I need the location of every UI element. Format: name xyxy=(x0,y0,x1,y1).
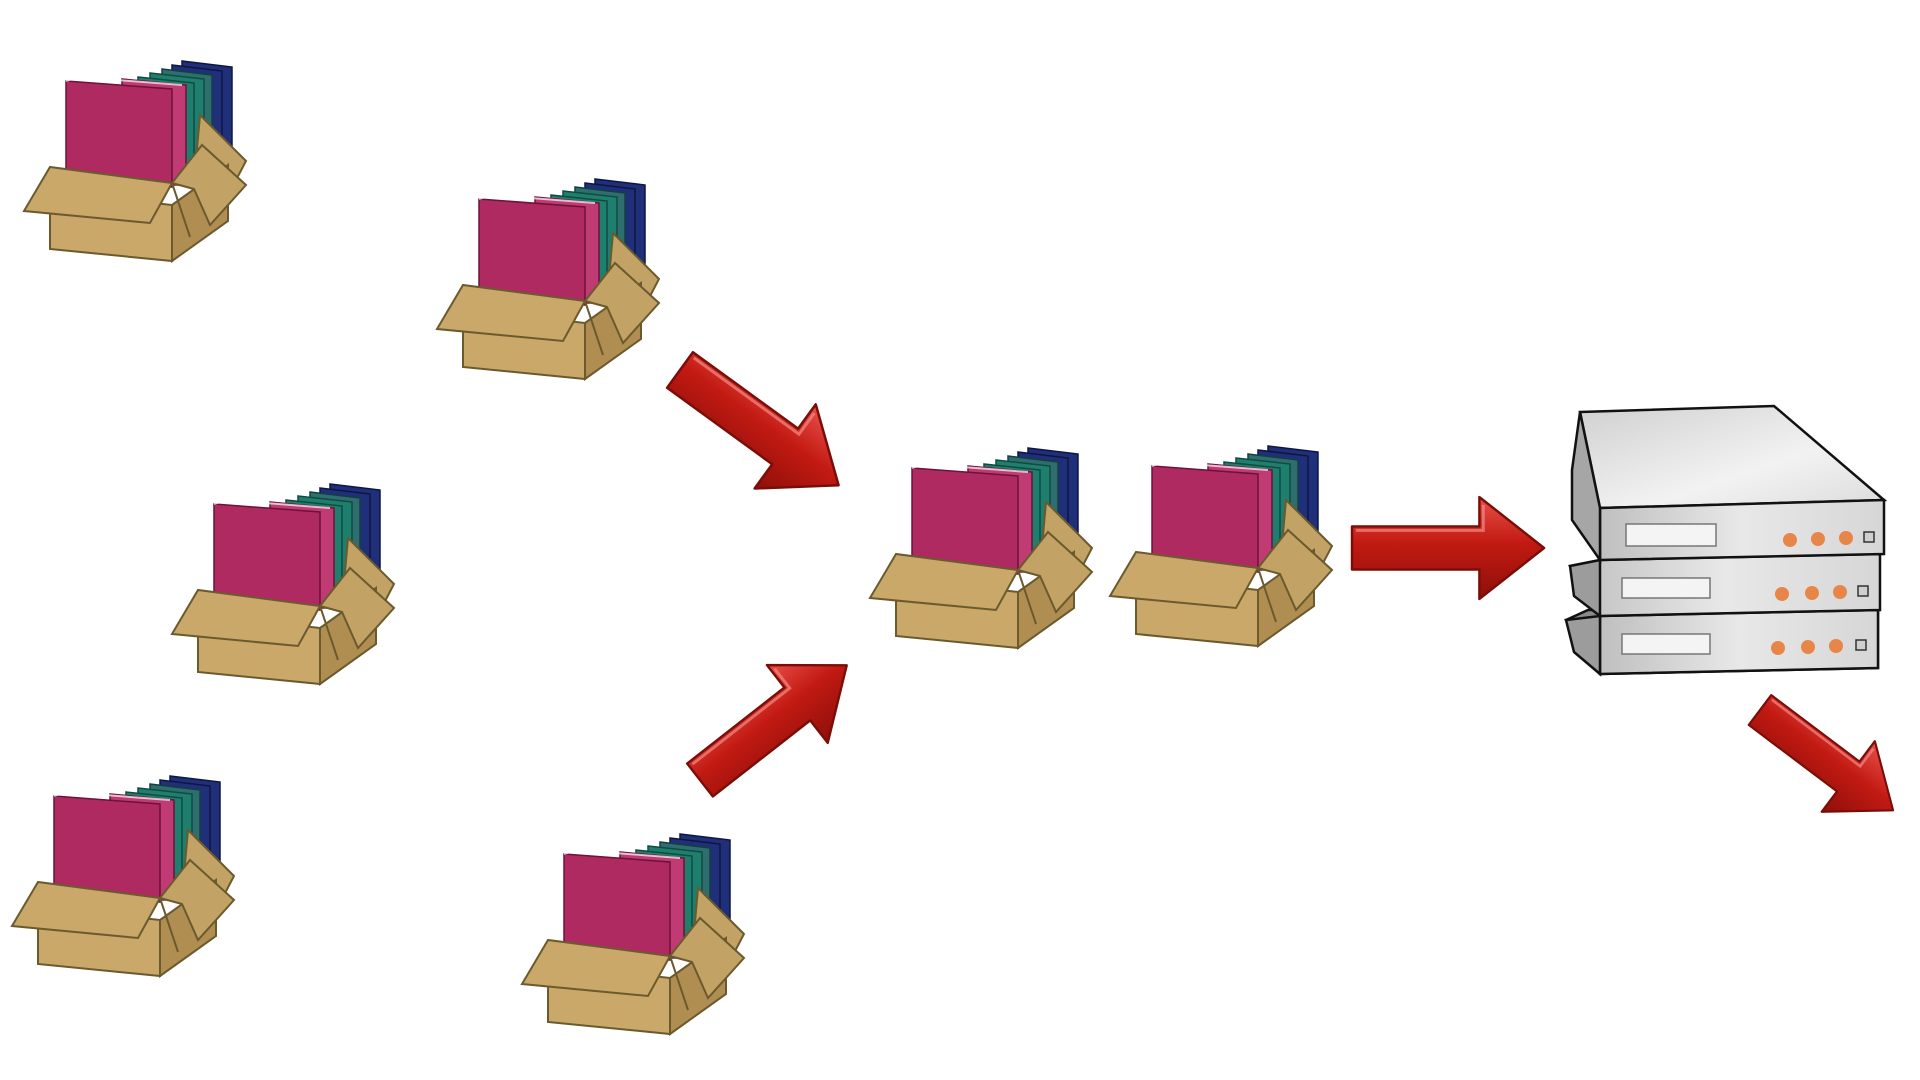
server-stack xyxy=(1564,404,1888,677)
arrow-to-queue-bottom-icon xyxy=(668,625,879,821)
package-left-top-icon xyxy=(23,60,247,262)
package-left-middle-icon xyxy=(171,483,395,685)
package-center-bottom-icon xyxy=(521,833,745,1035)
package-queued-1-icon xyxy=(869,447,1093,649)
server-led-icon xyxy=(1775,587,1789,601)
server-led-icon xyxy=(1805,586,1819,600)
package-left-bottom-icon xyxy=(11,775,235,977)
server-led-icon xyxy=(1839,531,1853,545)
server-led-icon xyxy=(1811,532,1825,546)
packages-layer xyxy=(11,60,1333,1035)
server-led-icon xyxy=(1833,585,1847,599)
server-unit-middle xyxy=(1568,552,1882,619)
package-queued-2-icon xyxy=(1109,445,1333,647)
server-led-icon xyxy=(1771,641,1785,655)
server-led-icon xyxy=(1829,639,1843,653)
arrow-to-server-icon xyxy=(1350,495,1546,601)
arrow-from-server-icon xyxy=(1732,673,1920,847)
server-led-icon xyxy=(1801,640,1815,654)
arrow-to-queue-top-icon xyxy=(647,326,871,529)
server-unit-bottom xyxy=(1564,608,1880,677)
package-center-top-icon xyxy=(436,178,660,380)
server-led-icon xyxy=(1783,533,1797,547)
server-unit-top xyxy=(1570,404,1888,564)
